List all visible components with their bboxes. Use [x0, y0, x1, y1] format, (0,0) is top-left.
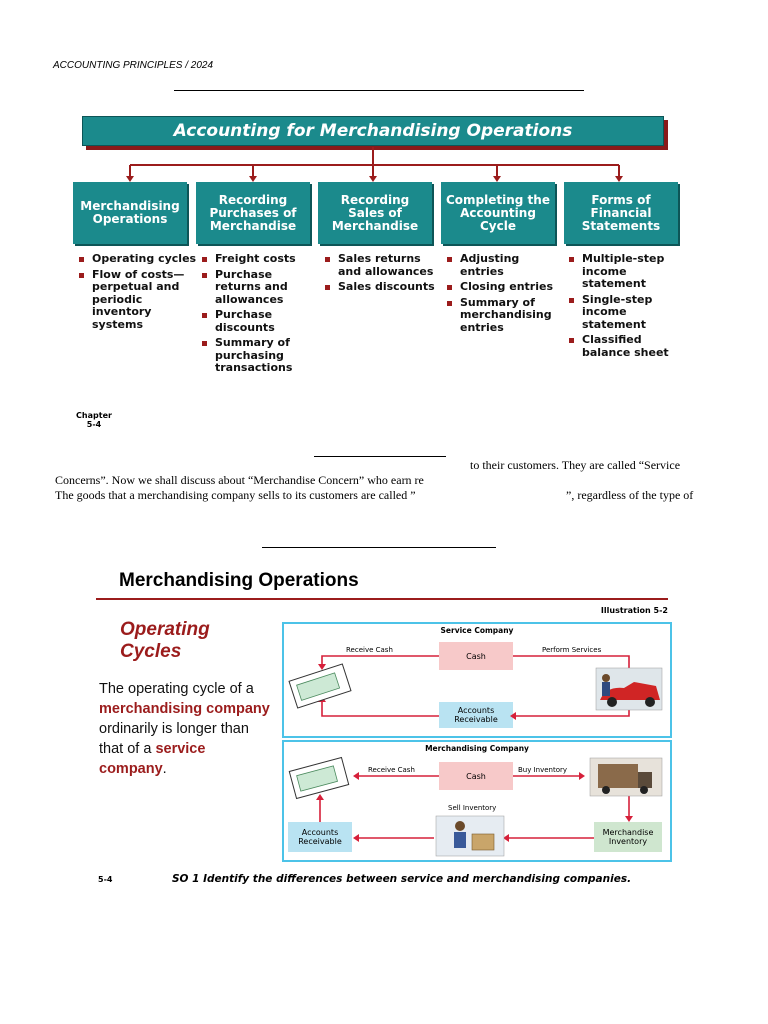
merchandising-operations-diagram: Accounting for Merchandising Operations …	[70, 113, 682, 433]
list-item: Classified balance sheet	[566, 333, 688, 359]
body-emphasis: merchandising company	[99, 701, 270, 717]
merchandising-cycle-arrows	[288, 756, 663, 857]
cash-box: Cash	[439, 762, 513, 790]
store-clerk-icon	[435, 815, 505, 857]
slide-title: Merchandising Operations	[119, 570, 359, 591]
perform-services-label: Perform Services	[542, 646, 602, 654]
box-merchandising-operations: Merchandising Operations	[73, 182, 187, 244]
diagram-title: Accounting for Merchandising Operations	[82, 116, 664, 146]
slide-subtitle: Operating Cycles	[120, 619, 210, 662]
body-text: .	[162, 761, 167, 777]
panel-title: Service Company	[440, 626, 514, 635]
check-icon	[288, 663, 352, 709]
panel-title: Merchandising Company	[425, 744, 529, 753]
list-merchandising-operations: Operating cycles Flow of costs—perpetual…	[76, 252, 198, 334]
list-forms-statements: Multiple-step income statement Single-st…	[566, 252, 688, 362]
receive-cash-label: Receive Cash	[346, 646, 393, 654]
list-item: Closing entries	[444, 280, 566, 294]
box-label: Recording Purchases of Merchandise	[209, 192, 297, 233]
list-item: Single-step income statement	[566, 293, 688, 332]
merchandise-inventory-box: Merchandise Inventory	[594, 822, 662, 852]
operating-cycles-slide: Merchandising Operations Operating Cycle…	[96, 562, 676, 892]
list-item: Purchase returns and allowances	[199, 268, 321, 307]
accounts-receivable-box: Accounts Receivable	[288, 822, 352, 852]
paragraph-line: Concerns”. Now we shall discuss about “M…	[55, 473, 424, 487]
accounts-receivable-box: Accounts Receivable	[439, 702, 513, 728]
study-objective: SO 1 Identify the differences between se…	[172, 873, 632, 885]
truck-icon	[589, 757, 663, 797]
body-emphasis: service company	[99, 741, 206, 777]
box-completing-cycle: Completing the Accounting Cycle	[441, 182, 555, 244]
list-item: Freight costs	[199, 252, 321, 266]
buy-inventory-label: Buy Inventory	[518, 766, 568, 774]
chapter-label: Chapter 5-4	[76, 411, 112, 429]
list-item: Sales returns and allowances	[322, 252, 444, 278]
page-header: ACCOUNTING PRINCIPLES / 2024	[53, 60, 214, 71]
merchandising-company-panel: Merchandising Company Cash Accounts Rece…	[282, 740, 672, 862]
box-label: Merchandising Operations	[80, 199, 180, 226]
inventory-label: Merchandise Inventory	[602, 828, 654, 846]
list-item: Sales discounts	[322, 280, 444, 294]
slide-body: The operating cycle of a merchandising c…	[99, 679, 274, 779]
sell-inventory-label: Sell Inventory	[448, 804, 497, 812]
service-company-panel: Service Company Cash Accounts Receivable…	[282, 622, 672, 738]
ar-label: Accounts Receivable	[298, 828, 342, 846]
list-item: Multiple-step income statement	[566, 252, 688, 291]
box-recording-sales: Recording Sales of Merchandise	[318, 182, 432, 244]
paragraph-line: The goods that a merchandising company s…	[55, 488, 416, 502]
ar-label: Accounts Receivable	[454, 706, 498, 724]
box-forms-statements: Forms of Financial Statements	[564, 182, 678, 244]
list-recording-purchases: Freight costs Purchase returns and allow…	[199, 252, 321, 378]
box-label: Completing the Accounting Cycle	[446, 192, 550, 233]
divider-mid	[262, 547, 496, 548]
list-item: Operating cycles	[76, 252, 198, 266]
box-recording-purchases: Recording Purchases of Merchandise	[196, 182, 310, 244]
box-label: Recording Sales of Merchandise	[331, 192, 419, 233]
slide-page-number: 5-4	[98, 875, 113, 884]
receive-cash-label: Receive Cash	[368, 766, 415, 774]
list-item: Adjusting entries	[444, 252, 566, 278]
divider-top	[174, 90, 584, 91]
divider-short	[314, 456, 446, 457]
paragraph-line: to their customers. They are called “Ser…	[470, 458, 681, 472]
list-item: Summary of purchasing transactions	[199, 336, 321, 375]
box-label: Forms of Financial Statements	[581, 192, 661, 233]
list-completing-cycle: Adjusting entries Closing entries Summar…	[444, 252, 566, 337]
paragraph-line: ”, regardless of the type of	[566, 488, 694, 502]
body-text: ordinarily is longer than that of a	[99, 721, 249, 757]
service-cycle-arrows	[288, 655, 663, 720]
body-text: The operating cycle of a	[99, 681, 254, 697]
cash-label: Cash	[466, 771, 486, 781]
slide-rule	[96, 598, 668, 600]
car-mechanic-icon	[595, 667, 663, 711]
connector-lines	[126, 147, 623, 182]
list-recording-sales: Sales returns and allowances Sales disco…	[322, 252, 444, 297]
list-item: Flow of costs—perpetual and periodic inv…	[76, 268, 198, 332]
list-item: Purchase discounts	[199, 308, 321, 334]
cash-label: Cash	[466, 651, 486, 661]
cash-icon	[288, 756, 350, 800]
list-item: Summary of merchandising entries	[444, 296, 566, 335]
cash-box: Cash	[439, 642, 513, 670]
illustration-label: Illustration 5-2	[600, 606, 668, 615]
